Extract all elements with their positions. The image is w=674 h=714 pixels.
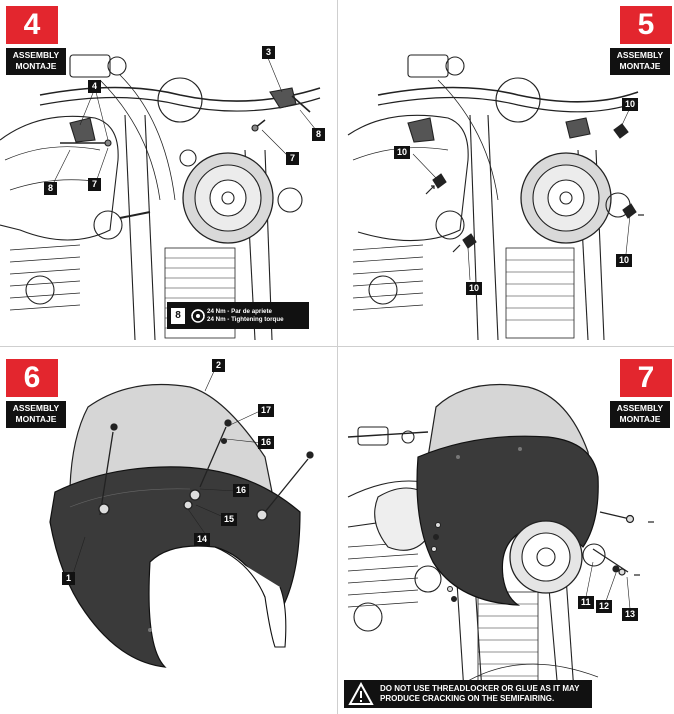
callout-7-left: 7 bbox=[88, 178, 101, 191]
torque-callout-number: 8 bbox=[171, 307, 185, 324]
threadlocker-warning-box: DO NOT USE THREADLOCKER OR GLUE AS IT MA… bbox=[344, 680, 592, 708]
callout-2-windscreen: 2 bbox=[212, 359, 225, 372]
callout-3: 3 bbox=[262, 46, 275, 59]
step-5-motorcycle-illustration bbox=[347, 54, 644, 341]
callout-12: 12 bbox=[596, 600, 613, 613]
callout-15: 15 bbox=[221, 513, 238, 526]
callout-1-fairing: 1 bbox=[62, 572, 75, 585]
step-7-mounted-fairing-illustration bbox=[347, 383, 654, 693]
torque-spec-text: 24 Nm - Par de apriete 24 Nm - Tightenin… bbox=[207, 307, 284, 323]
callout-16-bottom: 16 bbox=[233, 484, 250, 497]
callout-8-left: 8 bbox=[44, 182, 57, 195]
callout-13: 13 bbox=[622, 608, 639, 621]
panel-divider-vertical bbox=[337, 0, 338, 714]
step-number-badge: 7 bbox=[620, 359, 672, 397]
callout-11: 11 bbox=[578, 596, 594, 609]
torque-wrench-icon bbox=[191, 309, 205, 323]
warning-text: DO NOT USE THREADLOCKER OR GLUE AS IT MA… bbox=[380, 684, 580, 703]
callout-10-left: 10 bbox=[394, 146, 411, 159]
callout-10-right: 10 bbox=[616, 254, 633, 267]
callout-10-top: 10 bbox=[622, 98, 639, 111]
step-6-semifairing-illustration bbox=[49, 368, 314, 668]
callout-4: 4 bbox=[88, 80, 101, 93]
step-number-badge: 6 bbox=[6, 359, 58, 397]
callout-10-bottom: 10 bbox=[466, 282, 483, 295]
callout-8-right: 8 bbox=[312, 128, 325, 141]
step-number-badge: 5 bbox=[620, 6, 672, 44]
panel-divider-horizontal bbox=[0, 346, 674, 347]
callout-14: 14 bbox=[194, 533, 211, 546]
torque-spec-box: 8 24 Nm - Par de apriete 24 Nm - Tighten… bbox=[167, 302, 309, 329]
step-number-badge: 4 bbox=[6, 6, 58, 44]
warning-triangle-icon bbox=[348, 682, 374, 705]
callout-7-right: 7 bbox=[286, 152, 299, 165]
callout-17: 17 bbox=[258, 404, 275, 417]
callout-16-top: 16 bbox=[258, 436, 275, 449]
